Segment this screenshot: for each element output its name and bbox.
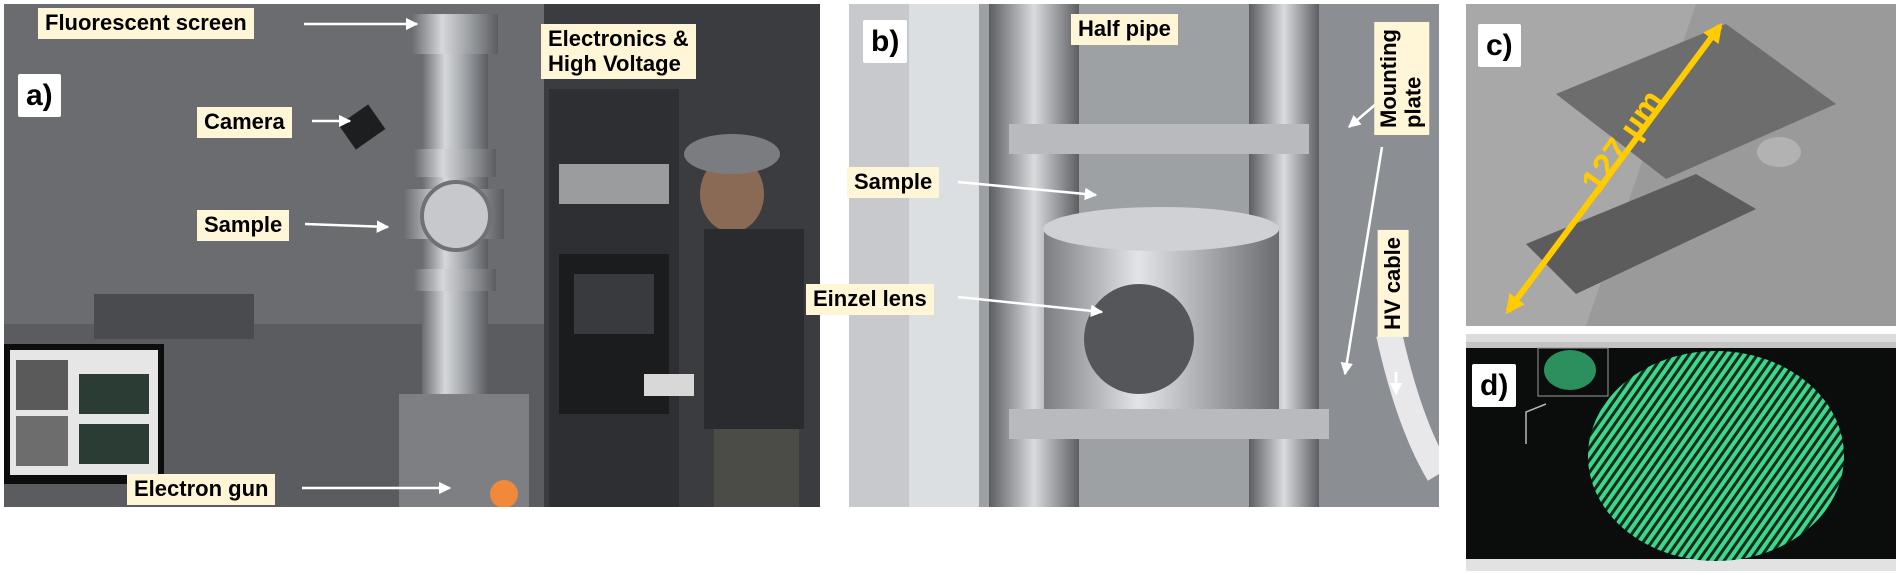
sample-micrograph xyxy=(1466,4,1896,326)
panel-b-photo: b) xyxy=(849,4,1439,507)
callout-camera: Camera xyxy=(197,107,292,138)
panel-a-label: a) xyxy=(18,74,61,117)
lab-setup-photo xyxy=(4,4,820,507)
callout-half-pipe: Half pipe xyxy=(1071,14,1178,45)
callout-fluorescent-screen: Fluorescent screen xyxy=(38,8,254,39)
callout-hv-cable: HV cable xyxy=(1378,230,1409,337)
panel-b-label: b) xyxy=(863,20,908,63)
callout-mounting-plate: Mounting plate xyxy=(1374,22,1430,135)
phosphor-pattern-screenshot xyxy=(1466,334,1896,571)
callout-einzel-lens: Einzel lens xyxy=(806,284,934,315)
einzel-lens-assembly-photo xyxy=(849,4,1439,507)
panel-d-screen-capture: d) xyxy=(1466,334,1896,571)
panel-a-photo: a) xyxy=(4,4,820,507)
panel-c-micrograph: c) xyxy=(1466,4,1896,326)
panel-c-label: c) xyxy=(1478,24,1521,67)
callout-sample-b: Sample xyxy=(847,167,940,198)
callout-electron-gun: Electron gun xyxy=(127,474,276,505)
callout-electronics-high-voltage: Electronics & High Voltage xyxy=(541,24,696,80)
panel-d-label: d) xyxy=(1472,364,1517,407)
callout-sample-a: Sample xyxy=(197,210,290,241)
